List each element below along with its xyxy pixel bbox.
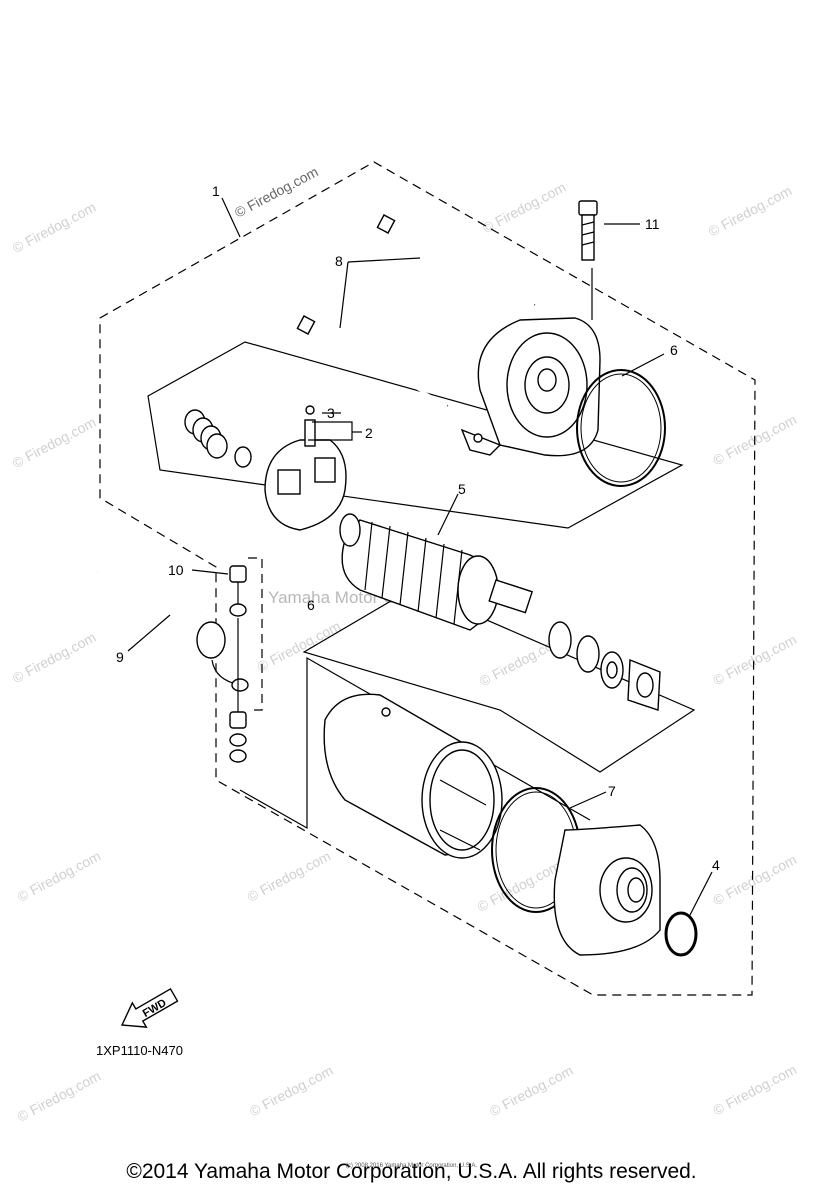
watermark-text: © Firedog.com <box>710 851 799 908</box>
through-bolt-lower <box>296 315 449 408</box>
front-cover <box>553 824 661 956</box>
watermark-text: © Firedog.com <box>706 182 795 239</box>
callout-7: 7 <box>608 783 616 799</box>
callout-4: 4 <box>712 857 720 873</box>
tiny-copyright: (c) 2008 2016 Yamaha Motor Corporation, … <box>345 1163 478 1169</box>
nut-stack-upper <box>229 565 247 617</box>
thrust-washer <box>548 621 572 659</box>
nut-group-boundary <box>248 557 263 711</box>
brush-holder <box>264 405 347 531</box>
brush-spring <box>184 409 228 459</box>
motor-yoke <box>323 693 503 859</box>
callout-6: 6 <box>670 342 678 358</box>
watermark-text: © Firedog.com <box>254 618 343 675</box>
watermark-text: © Firedog.com <box>247 1062 336 1119</box>
callout-10: 10 <box>168 562 184 578</box>
copyright-notice: ©2014 Yamaha Motor Corporation, U.S.A. A… <box>126 1160 697 1183</box>
watermark-text: © Firedog.com <box>710 1061 799 1118</box>
watermark-text: © Firedog.com <box>244 848 333 905</box>
o-ring-rear <box>576 369 666 487</box>
forward-arrow-icon: FWD <box>120 987 179 1028</box>
callout-8: 8 <box>335 253 343 269</box>
lead-wire <box>97 570 249 692</box>
watermark-text: © Firedog.com <box>10 414 99 471</box>
o-ring-small <box>664 911 698 957</box>
callout-5: 5 <box>458 481 466 497</box>
through-bolt-upper <box>376 214 536 307</box>
watermark-text: © Firedog.com <box>480 179 569 236</box>
thrust-washer <box>576 635 600 673</box>
watermark-text: © Firedog.com <box>10 629 99 686</box>
washer <box>234 446 252 468</box>
watermark-text: © Firedog.com <box>487 1062 576 1119</box>
callout-1: 1 <box>212 183 220 199</box>
watermark-layer: © Firedog.com © Firedog.com © Firedog.co… <box>10 179 799 1125</box>
callout-9: 9 <box>116 649 124 665</box>
watermark-text: © Firedog.com <box>14 1068 103 1125</box>
nut-stack-lower <box>229 618 247 763</box>
armature <box>339 513 534 631</box>
callout-2: 2 <box>365 425 373 441</box>
leader-lines <box>127 197 713 916</box>
diagram-code: 1XP1110-N470 <box>96 1043 183 1058</box>
rear-cover <box>460 317 601 457</box>
watermark-text: © Firedog.com <box>10 199 99 256</box>
watermark-top: © Firedog.com <box>232 163 321 220</box>
flange-bolt <box>578 200 598 261</box>
guide-box-rear <box>147 341 684 529</box>
assembly-boundary <box>99 161 756 996</box>
callout-6-lower: 6 <box>307 597 315 613</box>
callout-3: 3 <box>327 405 335 421</box>
watermark-text: © Firedog.com <box>14 848 103 905</box>
watermark-text: © Firedog.com <box>710 631 799 688</box>
callout-11: 11 <box>645 216 660 232</box>
forward-arrow-label: FWD <box>141 997 169 1020</box>
